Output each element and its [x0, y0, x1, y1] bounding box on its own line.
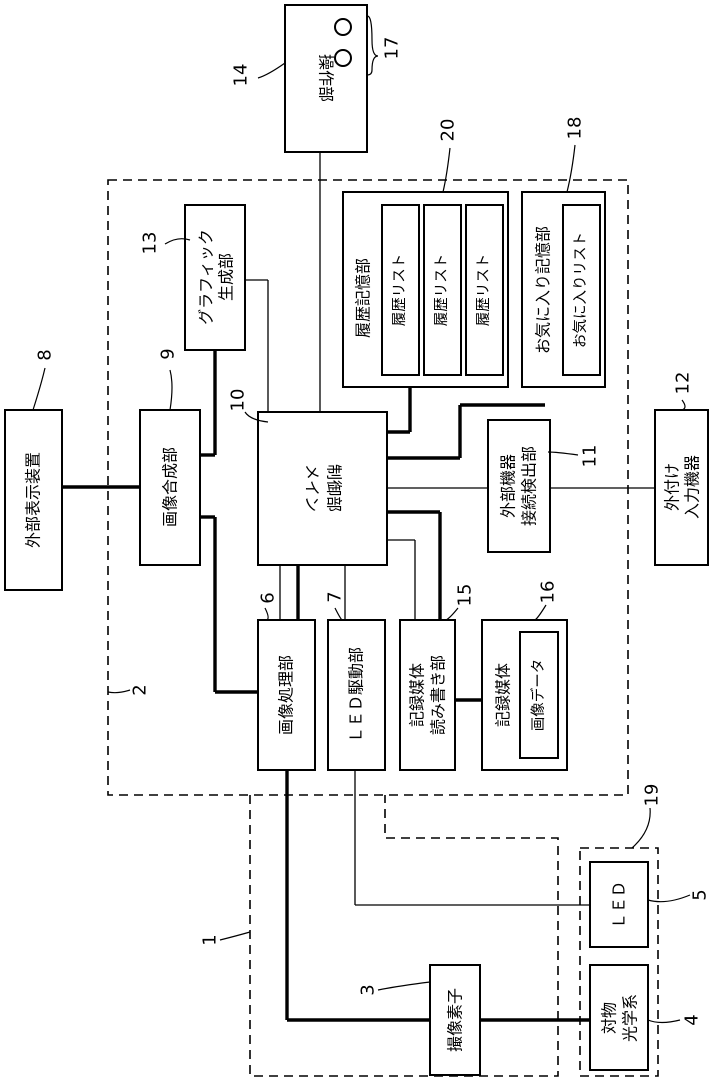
- ref-3: 3: [358, 984, 379, 995]
- ref-19: 19: [642, 784, 663, 807]
- ref-9: 9: [158, 348, 179, 359]
- ref-20: 20: [438, 119, 459, 142]
- image-processing-label: 画像処理部: [277, 655, 296, 735]
- objective-optics-label-2: 光学系: [621, 994, 640, 1042]
- ref-10: 10: [228, 389, 249, 412]
- ref-18: 18: [565, 117, 586, 140]
- history-list-label: 履歴リスト: [476, 254, 492, 327]
- ref-1: 1: [200, 934, 221, 945]
- main-control-label-1: メイン: [303, 464, 322, 512]
- group-1-outline: [250, 795, 558, 1076]
- external-display-label: 外部表示装置: [24, 452, 43, 548]
- graphic-generation-label-2: 生成部: [217, 253, 236, 301]
- ref-4: 4: [682, 1014, 703, 1025]
- external-input-device-label-1: 外付け: [663, 463, 682, 511]
- ref-5: 5: [690, 889, 711, 900]
- ref-13: 13: [140, 232, 161, 255]
- main-control-label-2: 制御部: [325, 464, 344, 512]
- ref-7: 7: [325, 591, 346, 602]
- operation-unit-label: 操作部: [317, 54, 336, 102]
- image-composition-label: 画像合成部: [161, 447, 180, 527]
- main-control-box: [258, 412, 387, 565]
- history-storage-label: 履歴記憶部: [354, 258, 373, 338]
- recording-media-label: 記録媒体: [494, 663, 513, 727]
- ref-14: 14: [231, 64, 252, 87]
- favorites-storage-label: お気に入り記憶部: [534, 226, 553, 354]
- ref-12: 12: [673, 372, 694, 395]
- button-icon: [335, 19, 351, 35]
- history-list-label: 履歴リスト: [434, 254, 450, 327]
- external-input-device-label-2: 入力機器: [683, 455, 702, 519]
- external-device-detection-label-2: 接続検出部: [520, 446, 539, 526]
- objective-optics-label-1: 対物: [600, 1002, 619, 1034]
- ref-8: 8: [35, 349, 56, 360]
- media-read-write-label-2: 読み書き部: [429, 655, 448, 735]
- favorites-list-label: お気に入りリスト: [572, 232, 589, 348]
- ref-11: 11: [580, 445, 601, 468]
- external-device-detection-label-1: 外部機器: [499, 454, 518, 518]
- led-label: ＬＥＤ: [610, 881, 629, 929]
- history-list-label: 履歴リスト: [392, 254, 408, 327]
- button-icon: [335, 50, 351, 66]
- ref-17: 17: [382, 37, 403, 60]
- image-data-label: 画像データ: [529, 659, 547, 732]
- graphic-generation-label-1: グラフィック: [197, 229, 216, 325]
- ref-6: 6: [258, 592, 279, 603]
- media-read-write-label-1: 記録媒体: [408, 663, 427, 727]
- imaging-element-label: 撮像素子: [446, 988, 465, 1052]
- ref-15: 15: [455, 584, 476, 607]
- ref-2: 2: [130, 684, 151, 695]
- led-driver-label: ＬＥＤ駆動部: [347, 647, 366, 743]
- ref-16: 16: [538, 581, 559, 604]
